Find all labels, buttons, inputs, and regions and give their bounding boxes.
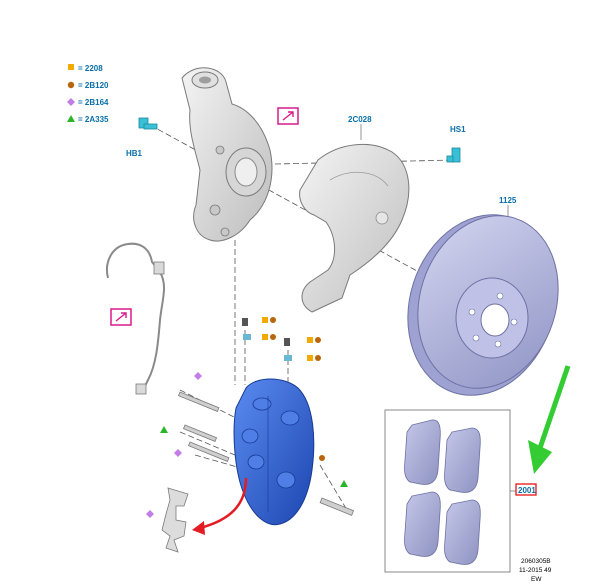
hub-bolt-part <box>138 117 158 130</box>
green-pointer-arrow <box>528 365 571 474</box>
label-2001-highlight <box>515 483 537 496</box>
part-markers <box>146 317 348 518</box>
brake-pads-panel <box>384 409 511 573</box>
drawing-reference-block: 2060305B 11-2015 49 EW <box>519 558 552 583</box>
legend-square-marker <box>68 64 74 70</box>
legend-item-2a335: = 2A335 <box>78 115 109 124</box>
brake-caliper <box>233 378 315 526</box>
legend-item-2b120: = 2B120 <box>78 81 109 90</box>
brake-disc <box>407 214 559 396</box>
legend-item-2b164: = 2B164 <box>78 98 109 107</box>
bleed-screws <box>242 318 292 361</box>
label-hb1: HB1 <box>126 149 143 158</box>
footer-line-1: 2060305B <box>521 558 551 565</box>
dust-shield <box>299 143 410 313</box>
label-2c028: 2C028 <box>348 115 372 124</box>
view-callout-hose[interactable] <box>110 308 132 326</box>
label-1125: 1125 <box>499 196 517 205</box>
red-direction-arrow <box>192 477 248 535</box>
label-hs1: HS1 <box>450 125 466 134</box>
footer-line-2: 11-2015 49 <box>519 567 552 574</box>
shield-screw-part <box>446 147 461 163</box>
legend: = 2208 = 2B120 = 2B164 = 2A335 <box>67 64 109 124</box>
footer-line-3: EW <box>531 576 542 583</box>
brake-hose <box>106 242 166 395</box>
guide-pins <box>177 391 355 516</box>
label-2001: 2001 <box>518 486 536 495</box>
view-callout-knuckle[interactable] <box>277 107 299 125</box>
legend-triangle-marker <box>67 115 75 122</box>
legend-diamond-marker <box>67 98 75 106</box>
legend-circle-marker <box>67 81 75 89</box>
legend-item-2208: = 2208 <box>78 64 103 73</box>
steering-knuckle <box>181 67 273 242</box>
anti-rattle-clip <box>161 487 189 553</box>
